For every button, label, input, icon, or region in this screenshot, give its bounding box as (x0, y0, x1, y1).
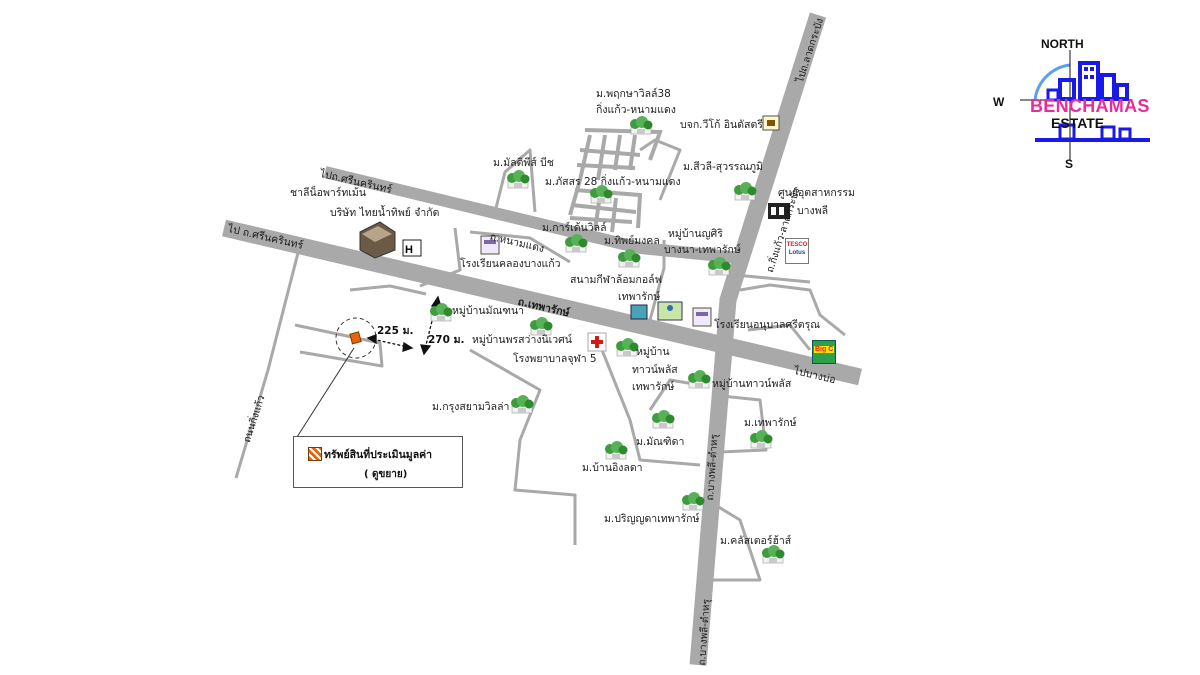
tree-icon (708, 257, 731, 276)
label-school-anuban: โรงเรียนอนุบาลศรีตรุณ (714, 319, 820, 331)
brand-subname: ESTATE (1051, 115, 1105, 131)
road-theparak (222, 219, 862, 386)
hospital-icon (587, 332, 607, 352)
label-krungsiam: ม.กรุงสยามวิลล่า (432, 401, 510, 413)
tree-icon (590, 185, 613, 204)
brand-name: BENCHAMAS (1030, 96, 1150, 116)
label-nuansiri: หมู่บ้านญศิริ (668, 228, 723, 240)
school-icon-klong (480, 235, 500, 255)
tree-icon (750, 430, 773, 449)
tree-icon (616, 338, 639, 357)
road-minor-east-4 (747, 323, 812, 351)
label-wilai: ม.สีวลี-สุวรรณภูมิ (683, 161, 763, 173)
legend-subtitle: ( ดูขยาย) (364, 469, 408, 480)
road-minor-east-3 (739, 283, 846, 337)
label-golf: สนามกีฬาล้อมกอล์ฟ (570, 274, 663, 286)
tree-icon (630, 116, 653, 135)
company-icon-bangchak (762, 115, 780, 131)
label-banyinlada: ม.บ้านอิงลดา (582, 462, 643, 474)
road-minor-south-2 (598, 344, 701, 467)
tree-icon (530, 317, 553, 336)
road-kingkaew-bangphli (689, 12, 827, 666)
tree-icon (682, 492, 705, 511)
property-swatch-icon (308, 447, 322, 461)
property-pointer (296, 347, 355, 438)
label-thaifood: บริษัท ไทยน้ำทิพย์ จำกัด (330, 207, 440, 219)
industrial-icon (768, 203, 790, 219)
label-shalimar: ชาลีน็อพาร์ทเม้น (290, 187, 367, 199)
road-minor-east-2 (700, 498, 762, 582)
tesco-lotus-logo: TESCO Lotus (785, 238, 809, 264)
svg-text:H: H (405, 244, 413, 256)
label-golf-2: เทพารักษ์ (618, 291, 661, 303)
golf-icon-1 (630, 304, 648, 320)
road-minor-east-5 (734, 273, 811, 284)
road-minor-center (419, 227, 462, 288)
tree-icon (688, 370, 711, 389)
label-townplus-2: ทาวน์พลัส (632, 364, 678, 376)
label-theparak-village: ม.เทพารักษ์ (744, 417, 797, 429)
label-phonsawang: หมู่บ้านพรสว่างนิเวศน์ (472, 334, 572, 346)
tree-icon (762, 545, 785, 564)
label-gardenvilla: ม.การ์เด้นวิลล์ (542, 222, 607, 234)
road-minor-north-1 (648, 240, 666, 321)
legend-title: ทรัพย์สินที่ประเมินมูลค่า (324, 449, 433, 461)
school-icon-anuban (692, 307, 712, 327)
tree-icon (652, 410, 675, 429)
tree-icon (507, 170, 530, 189)
road-nammaengdang (323, 166, 743, 264)
road-minor-west-2 (294, 323, 384, 368)
tree-icon (511, 395, 534, 414)
label-phruksa38-2: กิ่งแก้ว-หนามแดง (596, 104, 676, 116)
tree-icon (618, 249, 641, 268)
label-industrial: ศูนย์อุตสาหกรรม (778, 187, 855, 199)
compass-north: NORTH (1041, 37, 1084, 51)
compass-logo (1020, 50, 1150, 160)
tree-icon (605, 441, 628, 460)
tesco-logo-line1: TESCO (786, 242, 808, 248)
label-bangchak: บจก.วีโก้ อินดัสตรี (680, 119, 763, 131)
label-townplus-east: หมู่บ้านทาวน์พลัส (712, 378, 792, 390)
tree-icon (734, 182, 757, 201)
distance-arrow-horizontal (366, 334, 414, 352)
road-minor-west-south (234, 244, 302, 479)
lotus-logo-line2: Lotus (788, 250, 806, 256)
label-manthana: หมู่บ้านมัณฑนา (452, 305, 525, 317)
label-hospital: โรงพยาบาลจุฬา 5 (513, 353, 597, 365)
label-kasetsin: ม.ภัสสร 28 กิ่งแก้ว-หนามแดง (545, 176, 681, 188)
factory-icon (359, 221, 396, 259)
compass-south: S (1065, 157, 1074, 171)
road-minor-south-1 (469, 348, 577, 545)
road-minor-center-north (493, 148, 537, 213)
label-multipiece: ม.มัลติพีส์ บีช (493, 157, 554, 169)
label-townplus-3: เทพารักษ์ (632, 381, 675, 393)
property-legend: ทรัพย์สินที่ประเมินมูลค่า ( ดูขยาย) (293, 436, 463, 488)
golf-icon-2 (657, 301, 683, 321)
label-nuansiri-2: บางนา-เทพารักษ์ (664, 244, 741, 256)
tree-icon (565, 234, 588, 253)
road-minor-loop (349, 284, 427, 296)
label-townplus: หมู่บ้าน (636, 346, 670, 358)
honda-icon: H (402, 239, 422, 257)
distance-label-vertical: 270 ม. (428, 334, 465, 346)
road-minor-north-2 (639, 138, 682, 201)
tree-icon (430, 303, 453, 322)
label-industrial-2: บางพลี (797, 205, 829, 217)
label-phruksa38: ม.พฤกษาวิลล์38 (596, 88, 671, 100)
label-themongkol: ม.ทิพย์มงคล (604, 235, 660, 247)
road-minor-school (469, 230, 571, 264)
property-marker (349, 331, 362, 345)
label-classic: ม.คลัสเตอร์ฮ้าส์ (720, 535, 792, 547)
label-mantida: ม.มัณฑิดา (636, 436, 685, 448)
label-parinyada: ม.ปริญญดาเทพารักษ์ (604, 513, 700, 525)
label-school-klong: โรงเรียนคลองบางแก้ว (460, 258, 561, 270)
big-c-logo: Big C (812, 340, 836, 364)
big-c-logo-text: Big C (814, 346, 835, 353)
distance-label-horizontal: 225 ม. (377, 325, 414, 337)
compass-west: W (993, 95, 1005, 109)
road-minor-east-1 (711, 393, 768, 454)
